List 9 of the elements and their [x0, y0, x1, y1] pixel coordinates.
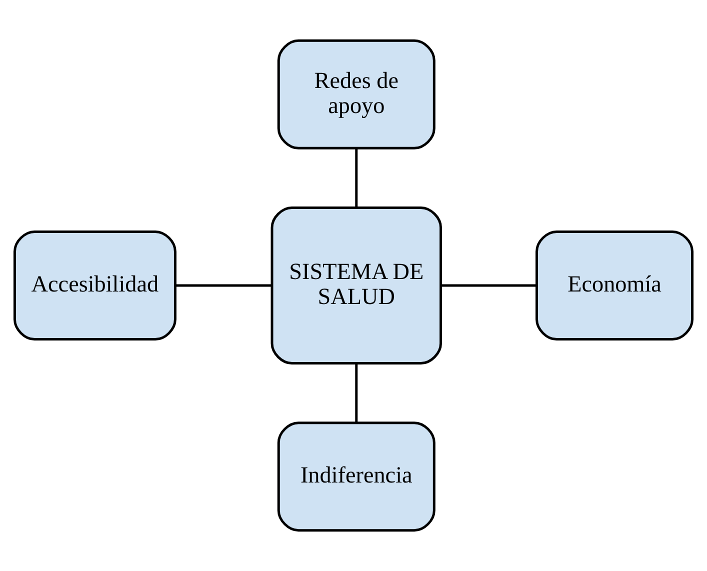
node-box: Accesibilidad — [13, 230, 176, 341]
node-box: Redes de apoyo — [277, 39, 436, 150]
node-box: SISTEMA DE SALUD — [270, 206, 442, 364]
connector — [355, 148, 358, 208]
connector — [176, 284, 272, 287]
connector — [355, 364, 358, 423]
node-box: Indiferencia — [277, 422, 436, 532]
node-box: Economía — [536, 230, 694, 341]
connector — [441, 284, 537, 287]
